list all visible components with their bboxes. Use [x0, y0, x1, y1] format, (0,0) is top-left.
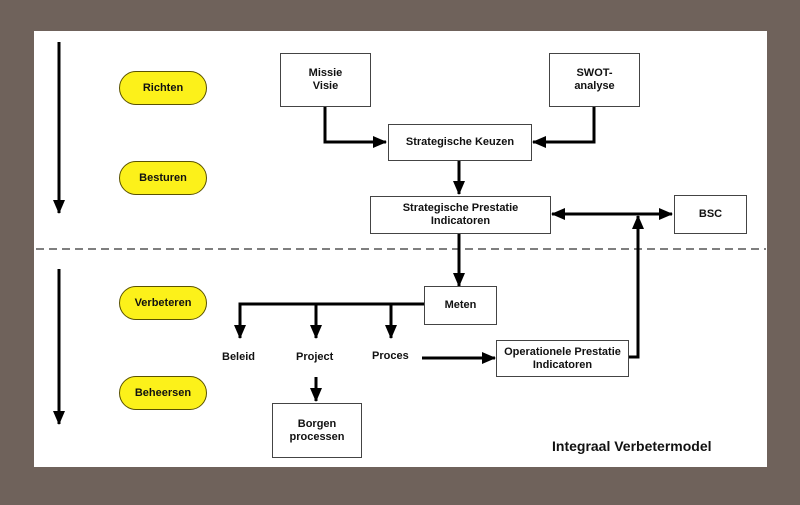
box-strategische-prestatie-indicatoren: Strategische Prestatie Indicatoren: [370, 196, 551, 234]
box-line: Missie: [308, 67, 343, 79]
box-meten: Meten: [424, 286, 497, 325]
phase-beheersen: Beheersen: [119, 376, 207, 410]
phase-richten: Richten: [119, 71, 207, 105]
box-borgen-processen: Borgen processen: [272, 403, 362, 458]
box-strategische-keuzen: Strategische Keuzen: [388, 124, 532, 161]
box-line: Visie: [312, 80, 339, 92]
box-line: Indicatoren: [430, 215, 491, 227]
box-line: analyse: [574, 80, 615, 92]
phase-verbeteren: Verbeteren: [119, 286, 207, 320]
box-swot-analyse: SWOT- analyse: [549, 53, 640, 107]
box-line: processen: [289, 430, 345, 443]
box-operationele-prestatie-indicatoren: Operationele Prestatie Indicatoren: [496, 340, 629, 377]
arrow-missie-to-keuzen: [323, 106, 387, 148]
diagram-title: Integraal Verbetermodel: [552, 438, 712, 454]
label-beleid: Beleid: [222, 351, 256, 363]
box-line: Operationele Prestatie: [504, 345, 621, 358]
arrow-swot-to-keuzen: [532, 106, 596, 148]
arrow-opi-to-bsc: [628, 215, 644, 359]
label-proces: Proces: [372, 350, 409, 362]
branch-line: [234, 302, 424, 339]
phase-besturen: Besturen: [119, 161, 207, 195]
box-bsc: BSC: [674, 195, 747, 234]
box-missie-visie: Missie Visie: [280, 53, 371, 107]
box-line: Indicatoren: [532, 358, 593, 371]
label-project: Project: [296, 351, 334, 363]
box-line: SWOT-: [576, 67, 613, 79]
box-line: Strategische Prestatie: [402, 202, 519, 214]
box-line: Borgen: [297, 417, 337, 430]
